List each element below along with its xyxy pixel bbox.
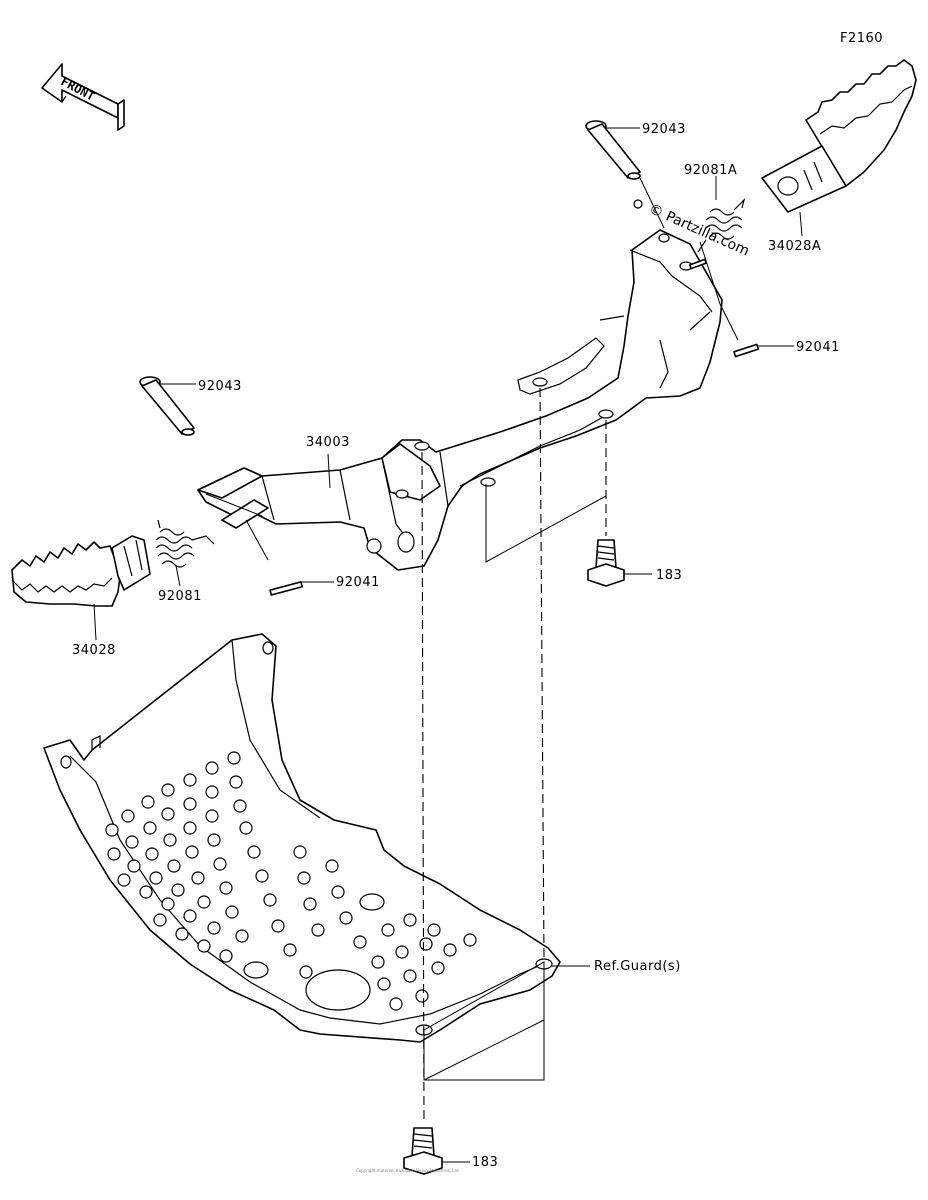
footpeg-right: [761, 59, 917, 213]
skid-guard-plate: [43, 633, 561, 1043]
footrest-bracket: [197, 229, 723, 571]
cotter-pin-right: [733, 343, 760, 358]
return-spring-right: [697, 198, 746, 253]
cotter-pin-left: [269, 581, 304, 596]
diagram-code: F2160: [840, 31, 883, 46]
callout-bolt-lower: 183: [472, 1155, 498, 1170]
footpeg-left: [11, 535, 151, 607]
callout-pin-right: 92043: [642, 122, 686, 137]
callout-bolt-upper: 183: [656, 568, 682, 583]
vent-hole-grid: [105, 751, 477, 1011]
front-arrow-icon: FRONT: [41, 63, 125, 131]
callout-bracket: 34003: [306, 435, 350, 450]
bolt-upper: [587, 539, 625, 587]
clevis-pin-right: [585, 120, 643, 209]
callout-cotter-right: 92041: [796, 340, 840, 355]
fine-print: Copyright material, Kawasaki Heavy Indus…: [356, 1168, 460, 1173]
callout-cotter-left: 92041: [336, 575, 380, 590]
callout-guard-reference: Ref.Guard(s): [594, 959, 681, 974]
bolt-lower: [403, 1127, 443, 1175]
callout-spring-left: 92081: [158, 589, 202, 604]
small-washer-right: [688, 258, 708, 270]
clevis-pin-left: [139, 376, 195, 436]
callout-pin-left: 92043: [198, 379, 242, 394]
callout-footpeg-right: 34028A: [768, 239, 821, 254]
callout-footpeg-left: 34028: [72, 643, 116, 658]
return-spring-left: [155, 519, 215, 568]
callout-spring-right: 92081A: [684, 163, 737, 178]
